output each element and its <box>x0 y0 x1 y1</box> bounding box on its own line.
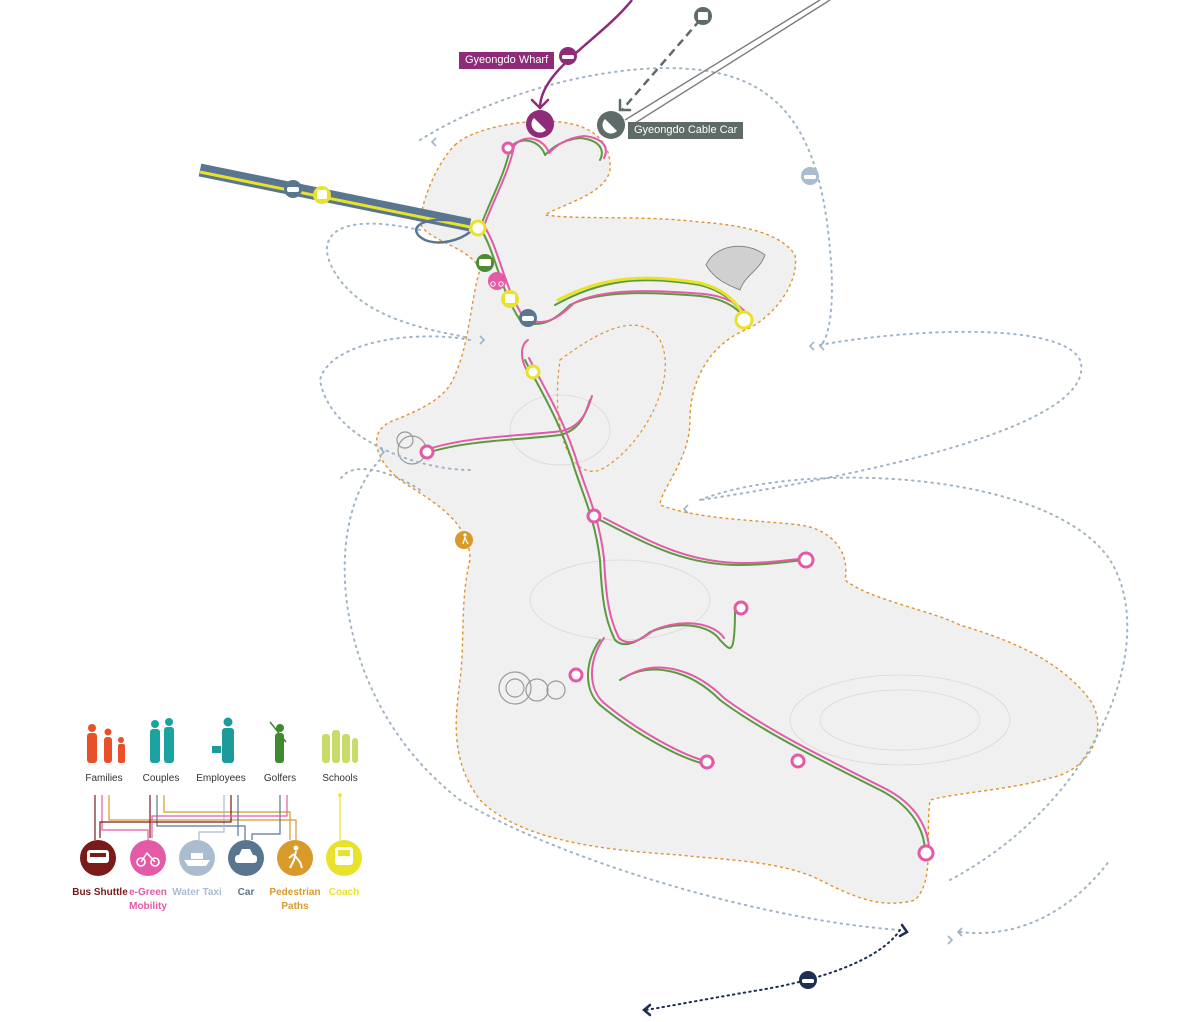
wharf-callout: Gyeongdo Wharf <box>459 52 555 69</box>
legend-user-families: Families <box>85 773 123 784</box>
legend-user-couples: Couples <box>142 773 180 784</box>
mainland-road-bridge <box>198 163 472 232</box>
egreen-badge <box>488 272 506 290</box>
legend-mode-pedestrian: Pedestrian Paths <box>250 886 340 914</box>
legend-mode-water-taxi: Water Taxi <box>172 887 222 898</box>
cable-car-dashed-link <box>621 19 701 111</box>
coach-route-bridge <box>199 170 471 229</box>
island-coast-outline <box>375 120 1099 904</box>
internal-routes <box>429 135 930 853</box>
legend-mode-bus-shuttle: Bus Shuttle <box>72 887 128 898</box>
legend-mode-coach: Coach <box>328 887 360 898</box>
arrow-heads <box>530 98 909 1017</box>
legend-user-figures <box>87 717 358 763</box>
route-mode-badges <box>284 7 819 989</box>
bridge-loop-road <box>415 218 471 244</box>
resort-building <box>705 245 766 291</box>
terminal-markers <box>526 110 625 139</box>
cable-car-line <box>624 0 831 126</box>
water-taxi-routes <box>318 67 1129 934</box>
legend-mode-pedestrian-text: Pedestrian Paths <box>269 887 321 912</box>
legend-mode-egreen-text: e-Green Mobility <box>129 887 167 912</box>
route-stops <box>419 141 935 862</box>
legend-user-golfers: Golfers <box>263 773 297 784</box>
ferry-route-bottom <box>644 929 901 1011</box>
legend-mode-egreen: e-Green Mobility <box>103 886 193 914</box>
legend-user-schools: Schools <box>322 773 358 784</box>
water-direction-chevrons <box>379 137 963 945</box>
legend-user-employees: Employees <box>196 773 246 784</box>
legend-mode-car: Car <box>237 887 255 898</box>
legend-mode-circles <box>80 840 362 876</box>
legend-connectors <box>94 793 342 840</box>
cable-car-callout: Gyeongdo Cable Car <box>628 122 744 139</box>
